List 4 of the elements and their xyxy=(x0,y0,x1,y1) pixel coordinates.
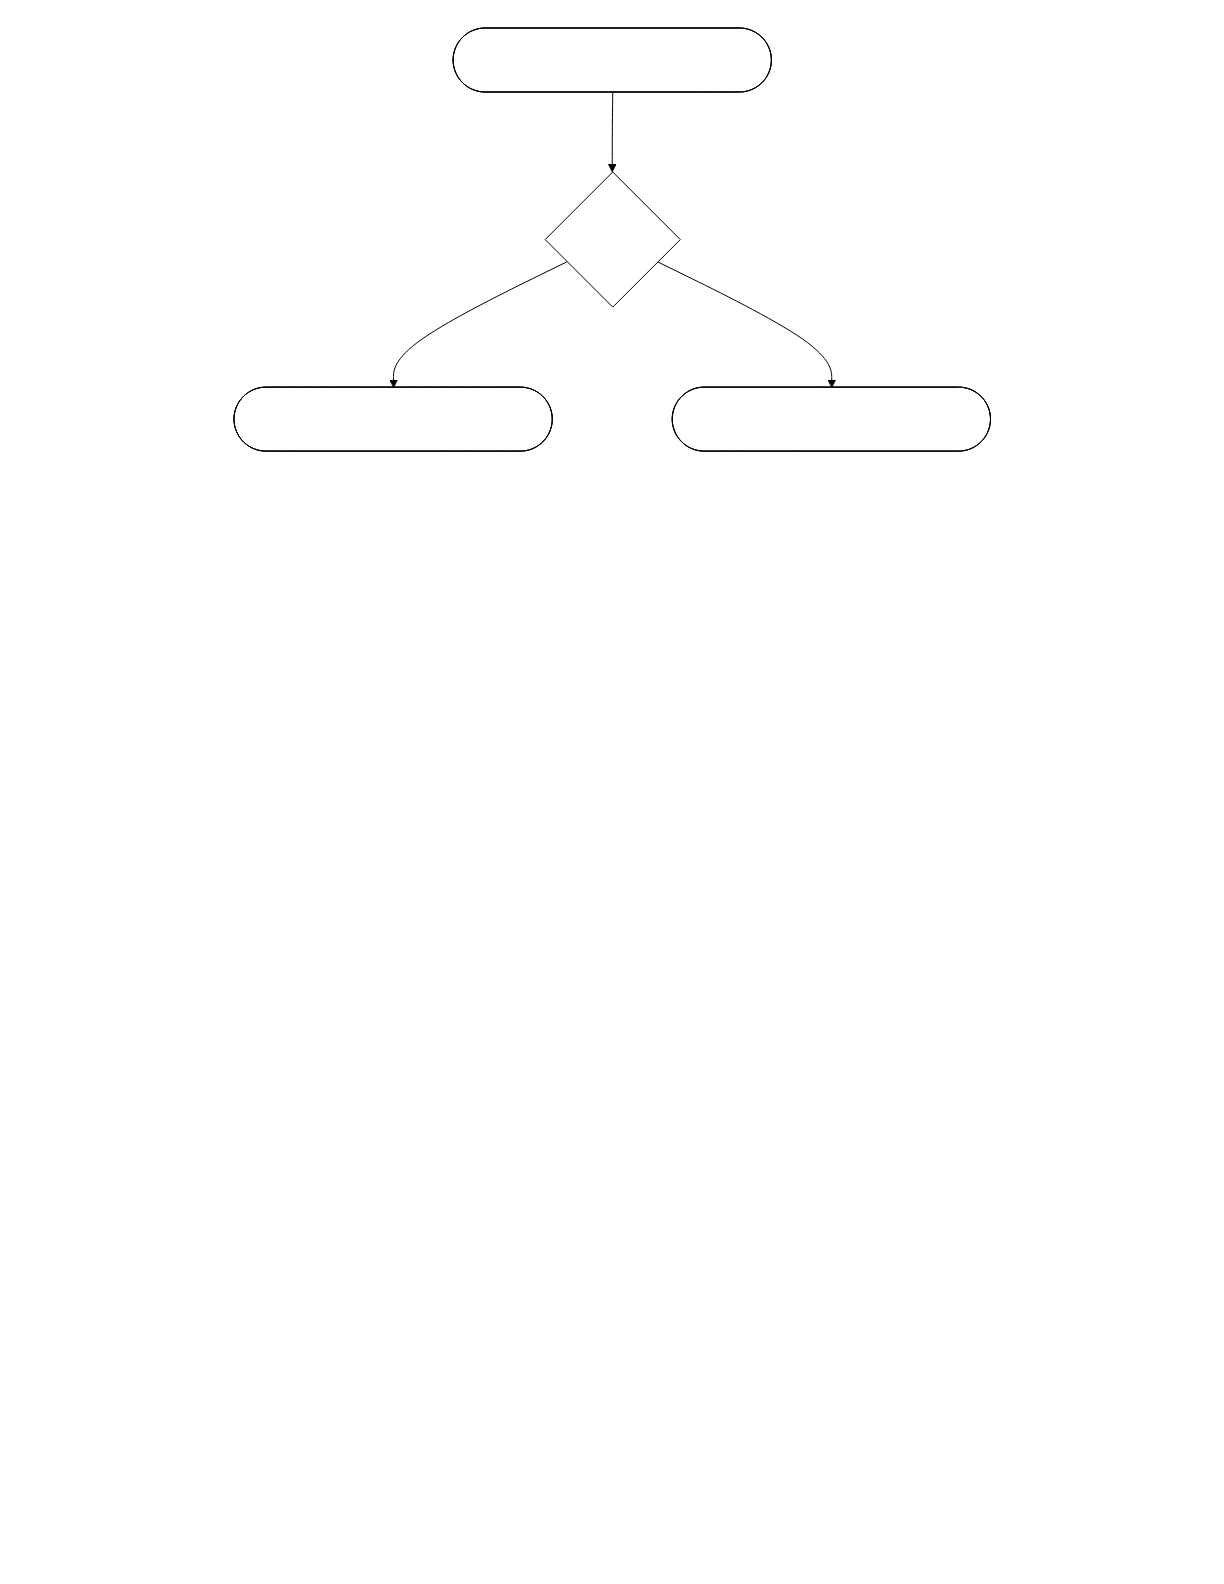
arrow xyxy=(656,261,836,388)
node-diamond xyxy=(544,171,681,308)
arrow xyxy=(388,261,568,388)
arrow xyxy=(607,92,617,173)
